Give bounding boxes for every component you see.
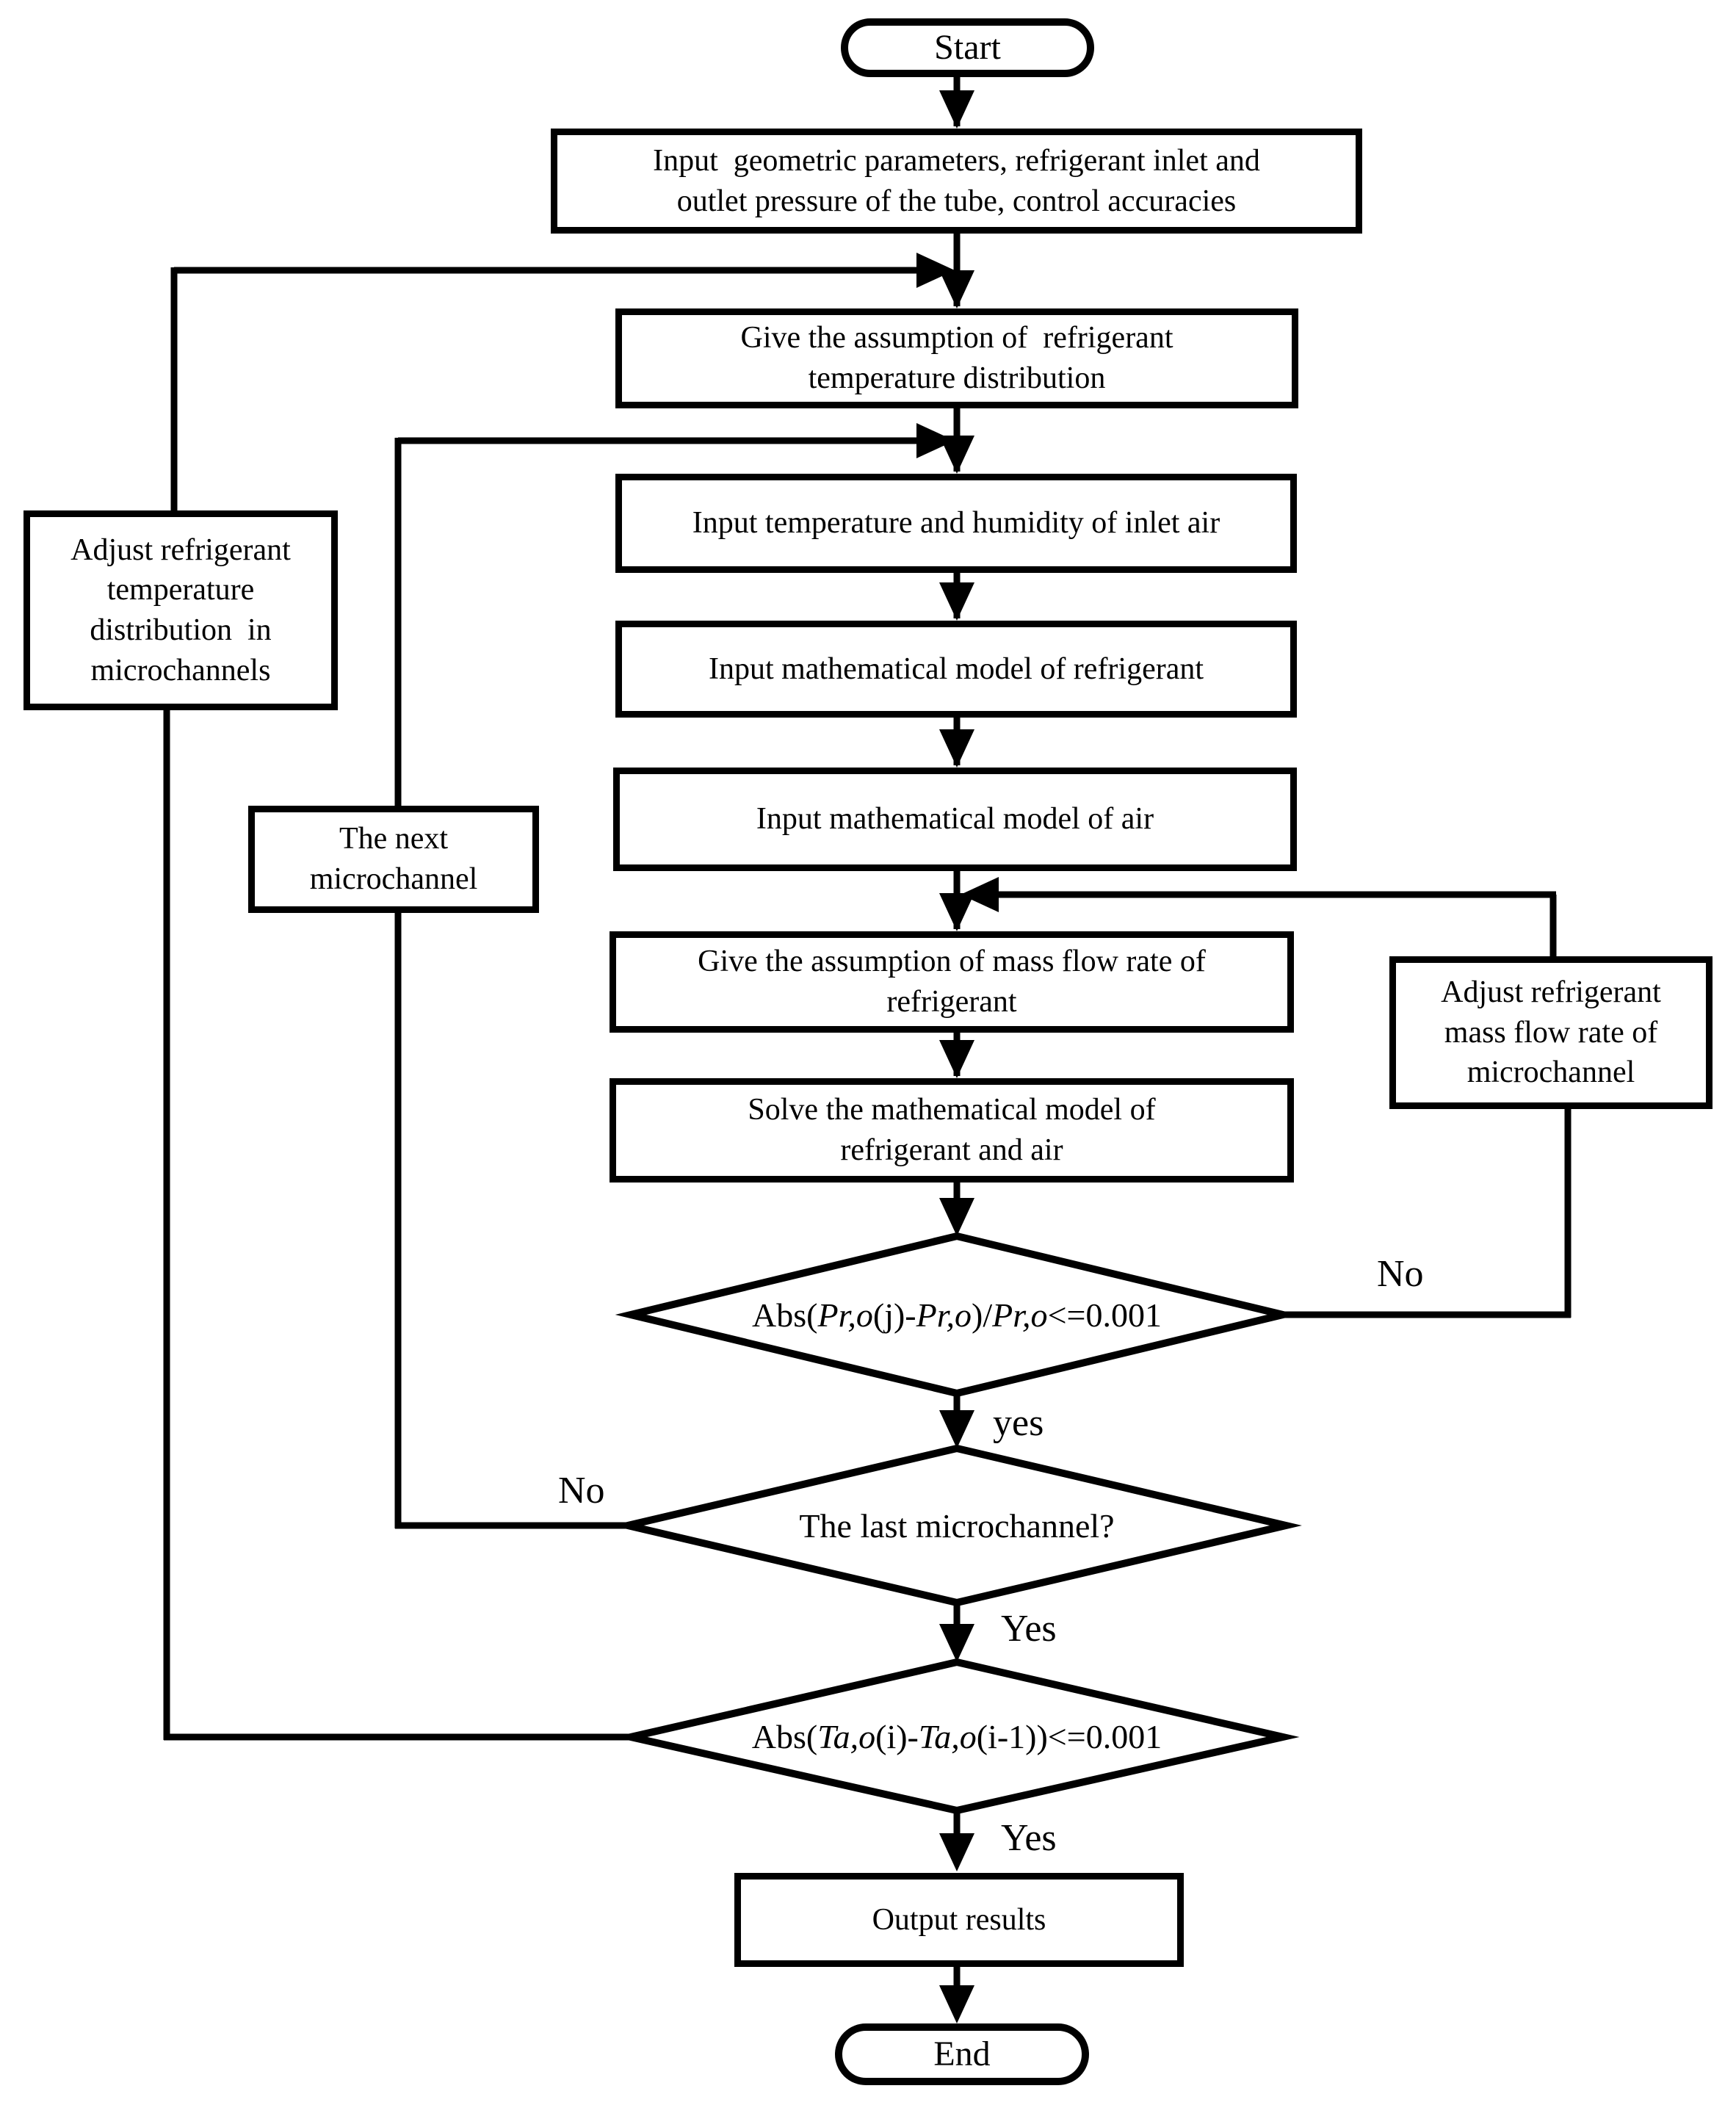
- decision-air-temp-label: Abs(Ta,o(i)-Ta,o(i-1))<=0.001: [751, 1717, 1162, 1755]
- end-node: End: [835, 2023, 1089, 2085]
- process-assume-temperature: Give the assumption of refrigerant tempe…: [615, 308, 1298, 408]
- arrowhead-into-inlet-air: [939, 436, 974, 474]
- decision-air-temp-check: Abs(Ta,o(i)-Ta,o(i-1))<=0.001: [609, 1658, 1305, 1815]
- process-assume-temperature-label: Give the assumption of refrigerant tempe…: [740, 321, 1173, 395]
- arrowhead-into-pressure-check: [939, 1198, 974, 1236]
- arrowhead-into-last-check: [939, 1410, 974, 1448]
- process-assume-mass-flow-label: Give the assumption of mass flow rate of…: [698, 945, 1206, 1019]
- process-next-microchannel: The next microchannel: [248, 806, 539, 913]
- process-adjust-mass-flow-label: Adjust refrigerant mass flow rate of mic…: [1441, 975, 1661, 1090]
- decision-last-microchannel-label: The last microchannel?: [799, 1506, 1115, 1545]
- process-input-model-air: Input mathematical model of air: [613, 768, 1297, 871]
- start-label: Start: [934, 27, 1001, 67]
- arrowhead-into-solve: [939, 1040, 974, 1078]
- process-output-results-label: Output results: [872, 1902, 1046, 1937]
- process-input-parameters-label: Input geometric parameters, refrigerant …: [653, 143, 1260, 218]
- arrowhead-adjust-temp-merge: [916, 253, 955, 288]
- arrowhead-into-air-temp-check: [939, 1624, 974, 1662]
- process-next-microchannel-label: The next microchannel: [309, 822, 478, 896]
- arrowhead-into-model-refrigerant: [939, 582, 974, 621]
- arrowhead-into-assume-mass: [939, 893, 974, 931]
- process-output-results: Output results: [734, 1873, 1184, 1967]
- process-input-inlet-air-label: Input temperature and humidity of inlet …: [692, 506, 1220, 541]
- process-solve-models: Solve the mathematical model of refriger…: [610, 1078, 1294, 1183]
- decision-last-microchannel: The last microchannel?: [606, 1444, 1308, 1607]
- decision-pressure-check: Abs(Pr,o(j)-Pr,o)/Pr,o<=0.001: [609, 1232, 1305, 1398]
- process-input-inlet-air: Input temperature and humidity of inlet …: [615, 474, 1297, 573]
- process-assume-mass-flow: Give the assumption of mass flow rate of…: [610, 931, 1294, 1033]
- decision-pressure-shape: [615, 1232, 1299, 1398]
- process-input-model-refrigerant-label: Input mathematical model of refrigerant: [708, 651, 1204, 686]
- arrowhead-next-microchannel-merge: [916, 423, 955, 458]
- label-last-no: No: [558, 1470, 605, 1512]
- label-air-temp-yes: Yes: [1001, 1817, 1057, 1859]
- decision-last-microchannel-shape: [612, 1444, 1302, 1607]
- arrowhead-into-end: [939, 1985, 974, 2023]
- arrowhead-into-output: [939, 1833, 974, 1871]
- process-input-model-air-label: Input mathematical model of air: [756, 802, 1154, 837]
- arrowhead-into-model-air: [939, 729, 974, 768]
- arrowhead-into-input-parameters: [939, 90, 974, 129]
- process-adjust-temperature-label: Adjust refrigerant temperature distribut…: [70, 532, 291, 687]
- process-solve-models-label: Solve the mathematical model of refriger…: [748, 1093, 1156, 1167]
- label-last-yes: Yes: [1001, 1608, 1057, 1650]
- start-node: Start: [841, 18, 1094, 77]
- process-adjust-mass-flow: Adjust refrigerant mass flow rate of mic…: [1389, 956, 1713, 1109]
- process-input-parameters: Input geometric parameters, refrigerant …: [551, 129, 1362, 234]
- process-input-model-refrigerant: Input mathematical model of refrigerant: [615, 621, 1297, 718]
- decision-pressure-label: Abs(Pr,o(j)-Pr,o)/Pr,o<=0.001: [752, 1296, 1162, 1334]
- process-adjust-temperature: Adjust refrigerant temperature distribut…: [23, 510, 338, 710]
- end-label: End: [933, 2034, 991, 2073]
- arrowhead-adjust-mass-merge: [961, 877, 999, 912]
- label-pressure-no: No: [1377, 1253, 1424, 1295]
- decision-air-temp-shape: [614, 1658, 1300, 1815]
- arrowhead-into-assume-temperature: [939, 270, 974, 308]
- label-pressure-yes: yes: [993, 1402, 1044, 1444]
